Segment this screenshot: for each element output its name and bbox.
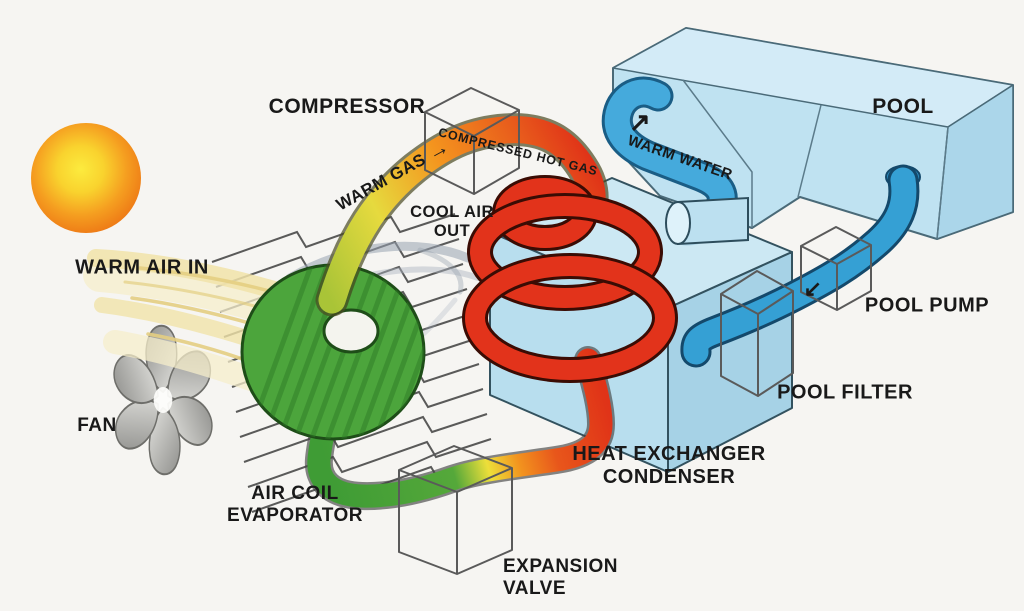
pool-return-pipe <box>680 164 921 368</box>
condenser-coil <box>462 175 678 383</box>
label-heat-exchanger-line2: CONDENSER <box>602 466 736 488</box>
label-air-coil-line2: EVAPORATOR <box>227 505 363 526</box>
label-compressor: COMPRESSOR <box>268 94 426 118</box>
label-expansion-valve: EXPANSION VALVE <box>503 556 618 600</box>
warm-gas-pipe <box>315 113 609 317</box>
label-warm-air-in: WARM AIR IN <box>75 256 209 279</box>
label-pool-pump: POOL PUMP <box>864 294 990 317</box>
pool-filter-cube <box>720 270 794 397</box>
label-cool-air-out-line1: COOL AIR <box>410 203 494 222</box>
label-expansion-valve-line1: EXPANSION <box>503 556 619 577</box>
pool-pump-cube <box>800 226 872 311</box>
label-expansion-valve-line2: VALVE <box>503 577 567 599</box>
label-pool: POOL <box>872 94 934 118</box>
pool-pump-arrow-icon: ↙ <box>803 276 823 301</box>
label-heat-exchanger-line1: HEAT EXCHANGER <box>572 443 766 465</box>
label-fan: FAN <box>77 415 117 437</box>
label-pool-filter: POOL FILTER <box>777 381 913 404</box>
label-air-coil-line1: AIR COIL <box>251 483 339 505</box>
expansion-pipe <box>304 346 615 511</box>
label-cool-air-out: COOL AIR OUT <box>410 203 494 241</box>
outlet-cylinder <box>665 196 749 246</box>
label-cool-air-out-line2: OUT <box>433 222 471 240</box>
warm-water-arrow-icon: ↗ <box>628 107 652 137</box>
sun-icon <box>31 123 141 233</box>
compressor-cube <box>424 87 520 195</box>
expansion-valve-cube <box>398 445 513 575</box>
evaporator-coil <box>240 263 426 441</box>
label-heat-exchanger-condenser: HEAT EXCHANGER CONDENSER <box>572 443 765 489</box>
label-air-coil-evaporator: AIR COIL EVAPORATOR <box>227 483 363 527</box>
